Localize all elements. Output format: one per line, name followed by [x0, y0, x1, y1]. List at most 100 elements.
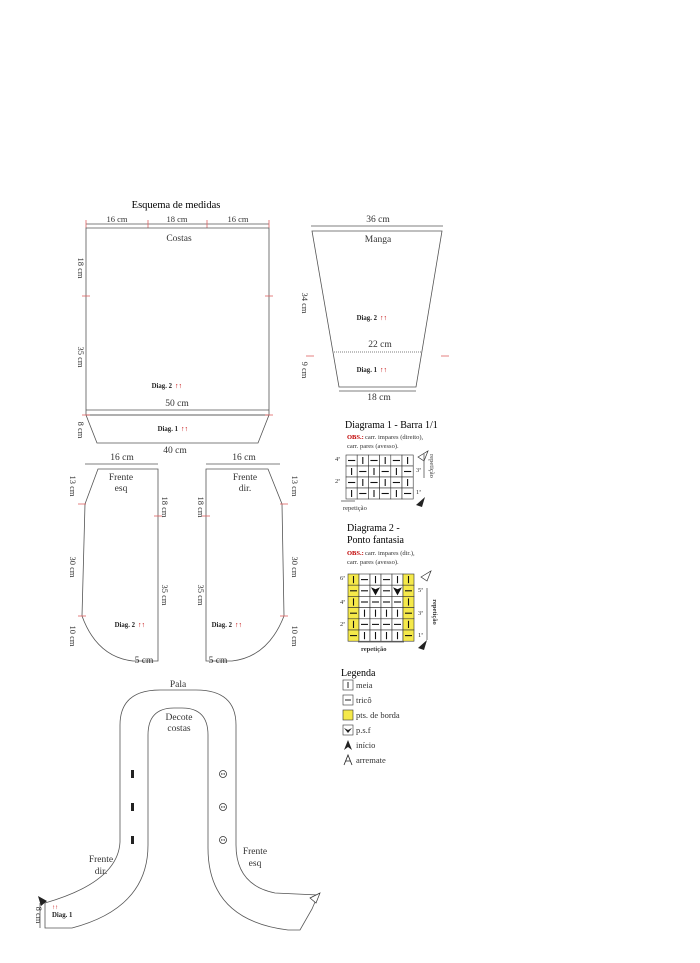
pala-start-arrow-icon	[38, 896, 47, 906]
start-arrow-icon	[344, 740, 352, 750]
manga-piece: 36 cm Manga 34 cm 9 cm Diag. 2 ↑↑ 22 cm …	[300, 215, 449, 403]
frente-dir-dim-r2: 30 cm	[290, 556, 300, 577]
legend-title: Legenda	[341, 668, 376, 679]
diagram2-title-1: Diagrama 2 -	[347, 523, 400, 534]
frente-esq-dim-r2: 35 cm	[160, 584, 170, 605]
frente-dir-label-2: dir.	[239, 484, 251, 494]
d1-row-right-3: 1ª	[416, 489, 421, 496]
pala-piece: Pala Decote costas Frente dir. Frente es…	[34, 680, 321, 931]
diagram2-title-2: Ponto fantasia	[347, 535, 404, 546]
diagram1: Diagrama 1 - Barra 1/1 OBS.: carr. impar…	[335, 420, 438, 512]
d2-row-right-5: 1ª	[418, 632, 423, 639]
d1-repeat-side: repetição	[428, 454, 435, 478]
diagram2-obs-1: carr. impares (dir.),	[365, 550, 415, 557]
frente-esq-top: 16 cm	[110, 453, 134, 463]
legend-label-borda: pts. de borda	[356, 710, 400, 720]
d2-row-left-4: 2ª	[340, 621, 345, 628]
d2-row-left-0: 6ª	[340, 575, 345, 582]
diagram1-title: Diagrama 1 - Barra 1/1	[345, 420, 438, 431]
diagram1-grid	[345, 454, 414, 500]
manga-bottom: 18 cm	[367, 393, 391, 403]
costas-dim-upper: 18 cm	[76, 257, 86, 278]
frente-dir-top: 16 cm	[232, 453, 256, 463]
costas-top-right: 16 cm	[227, 214, 248, 224]
costas-diag1-marks: ↑↑	[181, 425, 188, 433]
manga-dim-upper: 34 cm	[300, 292, 310, 313]
d2-row-right-1: 5ª	[418, 587, 423, 594]
frente-esq-label-2: esq	[115, 484, 128, 494]
button-3	[219, 836, 227, 844]
diagram1-row-numbers: 4ª 2ª 3ª 1ª	[335, 456, 421, 496]
costas-width-mid: 50 cm	[165, 399, 189, 409]
manga-mid: 22 cm	[368, 340, 392, 350]
buttonhole-1	[131, 770, 134, 778]
d2-repeat-side: repetição	[431, 599, 438, 625]
frente-esq-dim-r1: 18 cm	[160, 496, 170, 517]
legend-label-arremate: arremate	[356, 755, 386, 765]
frente-dir-bottom: 5 cm	[209, 656, 228, 666]
pala-decote-2: costas	[167, 724, 191, 734]
frente-dir-label-1: Frente	[233, 473, 257, 483]
costas-width-bottom: 40 cm	[163, 446, 187, 456]
legend-label-trico: tricô	[356, 695, 372, 705]
border-swatch-icon	[342, 709, 354, 721]
d2-row-left-2: 4ª	[340, 599, 345, 606]
end-arrow-icon	[343, 753, 353, 766]
d1-row-left-2: 2ª	[335, 478, 340, 485]
buttonhole-2	[131, 803, 134, 811]
frente-esq-label-1: Frente	[109, 473, 133, 483]
diagram2-obs-2: carr. pares (avesso).	[347, 559, 399, 566]
diagram1-obs-1: carr. impares (direito),	[365, 434, 423, 441]
pala-frente-dir-1: Frente	[89, 855, 113, 865]
d2-row-right-3: 3ª	[418, 610, 423, 617]
diagram2-grid	[347, 573, 415, 642]
d1-row-right-1: 3ª	[416, 467, 421, 474]
pala-diag1: Diag. 1	[52, 912, 73, 919]
d1-end-arrow-icon	[417, 450, 429, 462]
costas-top-mid: 18 cm	[166, 214, 187, 224]
diagram2-obs-label: OBS.:	[347, 550, 364, 557]
pala-end-arrow-icon	[309, 892, 321, 904]
frente-esq-diag2-marks: ↑↑	[138, 621, 145, 629]
costas-dim-lower: 35 cm	[76, 346, 86, 367]
diagram2: Diagrama 2 - Ponto fantasia OBS.: carr. …	[340, 523, 438, 653]
manga-dim-lower: 9 cm	[300, 362, 310, 379]
legend: Legenda meia tricô pts. de borda p.s.f i…	[341, 668, 400, 766]
frente-esq-dim-l3: 10 cm	[68, 625, 78, 646]
pala-frente-esq-2: esq	[249, 859, 262, 869]
legend-label-psf: p.s.f	[356, 725, 371, 735]
pala-frente-esq-1: Frente	[243, 847, 267, 857]
d2-repeat-bottom: repetição	[361, 646, 387, 653]
diagram-title: Esquema de medidas	[132, 200, 221, 211]
manga-diag1: Diag. 1	[357, 367, 378, 374]
d1-repeat-bottom: repetição	[343, 505, 367, 512]
diagram2-row-numbers: 6ª 4ª 2ª 5ª 3ª 1ª	[340, 575, 423, 639]
costas-label: Costas	[166, 234, 192, 244]
frente-esq-bottom: 5 cm	[135, 656, 154, 666]
frente-dir-diag2-marks: ↑↑	[235, 621, 242, 629]
pala-label: Pala	[170, 680, 187, 690]
pala-frente-dir-2: dir.	[95, 867, 107, 877]
buttonhole-3	[131, 836, 134, 844]
legend-label-meia: meia	[356, 680, 373, 690]
diagram1-obs-2: carr. pares (avesso).	[347, 443, 399, 450]
frente-dir-diag2: Diag. 2	[212, 622, 233, 629]
frente-dir-dim-r1: 13 cm	[290, 475, 300, 496]
manga-diag1-marks: ↑↑	[380, 366, 387, 374]
diagram1-obs-label: OBS.:	[347, 434, 364, 441]
costas-piece: 16 cm 18 cm 16 cm 18 cm 35 cm 8 cm Costa…	[76, 214, 273, 456]
frente-esq-dim-l1: 13 cm	[68, 475, 78, 496]
d1-row-left-0: 4ª	[335, 456, 340, 463]
psf-symbol	[393, 587, 402, 596]
d2-end-arrow-icon	[420, 570, 432, 582]
pala-height: 8 cm	[34, 907, 44, 924]
frente-dir-piece: 16 cm Frente dir. 18 cm 35 cm 13 cm 30 c…	[196, 453, 300, 666]
costas-rib-dim: 8 cm	[76, 422, 86, 439]
manga-diag2: Diag. 2	[357, 315, 378, 322]
costas-diag2: Diag. 2	[152, 383, 173, 390]
frente-esq-diag2: Diag. 2	[115, 622, 136, 629]
costas-diag2-marks: ↑↑	[175, 382, 182, 390]
button-1	[219, 770, 227, 778]
frente-esq-piece: 16 cm Frente esq 13 cm 30 cm 10 cm 18 cm…	[68, 453, 170, 666]
